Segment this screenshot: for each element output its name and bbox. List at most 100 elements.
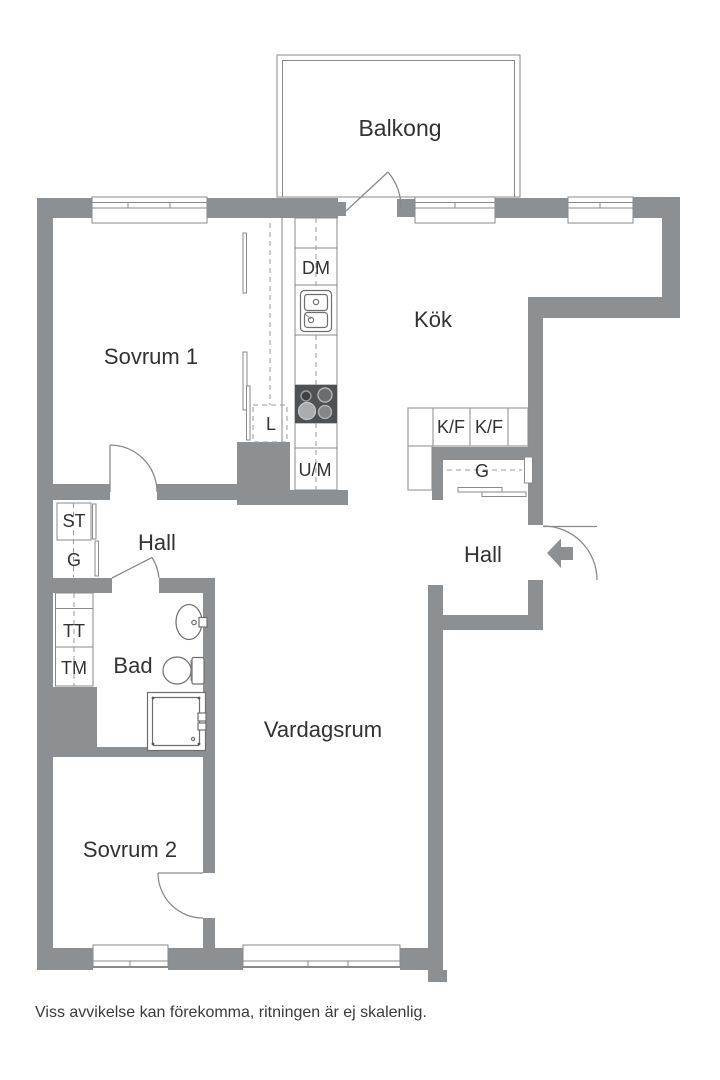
wall-top-b (207, 198, 338, 218)
shower-corner-mark (151, 742, 155, 746)
stove-burner (317, 387, 333, 403)
wall-bad-top-b (159, 578, 215, 593)
label-washing-machine: U/M (299, 460, 332, 480)
wall-right-mid (528, 318, 543, 525)
door-balcony (345, 171, 402, 212)
wall-gcloset-top (432, 447, 528, 460)
toilet-bowl (162, 656, 192, 685)
door-sovrum2 (157, 872, 204, 919)
window-kok-right (567, 196, 634, 224)
room-label-hall-right: Hall (464, 542, 502, 567)
room-label-balkong: Balkong (358, 115, 441, 141)
label-dryer: TT (63, 621, 85, 641)
windows (91, 196, 634, 968)
wall-balcony-door-stub-right (397, 199, 417, 217)
door-sovrum1 (109, 444, 158, 493)
room-label-vardagsrum: Vardagsrum (264, 717, 382, 742)
wall-bottom-a (37, 948, 93, 970)
stove-burner (297, 401, 317, 421)
door-arc (387, 171, 402, 210)
wall-sovrum1-bottom-b (157, 484, 237, 500)
room-label-sovrum1: Sovrum 1 (104, 344, 198, 369)
disclaimer-text: Viss avvikelse kan förekomma, ritningen … (35, 1004, 427, 1021)
window-vardagsrum-bottom (242, 944, 401, 968)
shower-corner-mark (197, 742, 201, 746)
entry-arrow-icon (547, 538, 573, 568)
stove-icon (295, 385, 337, 423)
wall-bad-sovrum2-right (203, 578, 215, 873)
wall-balcony-door-stub-left (338, 202, 346, 216)
wall-left-outer (37, 198, 53, 970)
window-sovrum1-top (91, 196, 208, 224)
wall-bottom-c (400, 948, 443, 970)
wall-bad-left-block (37, 687, 97, 757)
sovrum1-closet: L (242, 223, 288, 443)
walls (37, 197, 680, 982)
tt-tm-cabinet: TT TM (55, 592, 94, 687)
wall-top-a (37, 198, 92, 218)
stove-burner (300, 390, 312, 402)
label-fridge-freezer-2: K/F (475, 417, 503, 437)
wall-hall-bottom (432, 615, 543, 630)
window-frame (242, 944, 401, 968)
door-arc (109, 444, 158, 493)
window-kok-left (414, 196, 496, 224)
label-wardrobe-left: G (67, 550, 81, 570)
wall-right-outer-top (662, 197, 680, 318)
label-wardrobe-hall: G (475, 461, 489, 481)
closet-sliding-panel (92, 503, 97, 540)
window-frame (414, 196, 496, 224)
room-labels: Balkong Sovrum 1 Kök Hall Hall Bad Varda… (83, 115, 502, 862)
kf-row (407, 407, 529, 447)
label-washer: TM (61, 658, 87, 678)
sink-drain (312, 298, 320, 306)
shower-handle (197, 722, 207, 731)
bathroom-fixtures (146, 603, 208, 752)
shower-corner-mark (151, 696, 155, 700)
closet-sliding-panel (481, 491, 527, 497)
st-g-closet: ST G (56, 502, 99, 577)
door-entry (542, 525, 598, 581)
closet-door-pocket (524, 456, 533, 484)
sink-basin-bottom (303, 311, 329, 329)
closet-sliding-panel (242, 351, 248, 411)
window-frame (567, 196, 634, 224)
sink-icon (299, 289, 333, 333)
balcony-inner-rail (282, 60, 515, 198)
label-fridge-freezer-1: K/F (437, 417, 465, 437)
sink-drain (307, 316, 315, 324)
wall-sovrum1-bottom-a (53, 484, 110, 500)
wall-bad-bottom (97, 747, 203, 757)
washbasin-icon (175, 603, 208, 641)
door-arc (157, 872, 204, 919)
toilet-icon (162, 656, 205, 685)
wall-bad-top-a (53, 578, 112, 593)
wall-sovrum2-right-lower (203, 918, 215, 948)
wall-right-step (528, 297, 680, 318)
door-arc (542, 525, 598, 581)
shower-drain (190, 736, 196, 742)
kf-counter: K/F K/F (407, 407, 529, 491)
door-leaf (111, 556, 153, 579)
basin-bowl (175, 603, 203, 641)
shower-handle (197, 712, 207, 722)
wall-bottom-right-foot (428, 970, 447, 982)
wall-closet-block (237, 442, 290, 505)
door-leaf (345, 171, 389, 212)
door-arc (151, 557, 160, 579)
wall-bottom-b (168, 948, 243, 970)
kitchen-column: DM U/M (281, 217, 338, 491)
label-dishwasher: DM (302, 258, 330, 278)
room-label-kok: Kök (414, 307, 453, 332)
balcony-outline (276, 54, 521, 198)
label-cleaning-closet: ST (62, 511, 85, 531)
room-label-hall-left: Hall (138, 530, 176, 555)
wall-gcloset-left (432, 460, 443, 500)
closet-sliding-panel (242, 232, 247, 294)
hall-g-closet: G (447, 456, 533, 497)
shower-icon (146, 691, 207, 752)
sink-faucet (304, 313, 312, 320)
closet-sliding-panel (457, 487, 503, 493)
wall-vardagsrum-right (428, 585, 443, 970)
